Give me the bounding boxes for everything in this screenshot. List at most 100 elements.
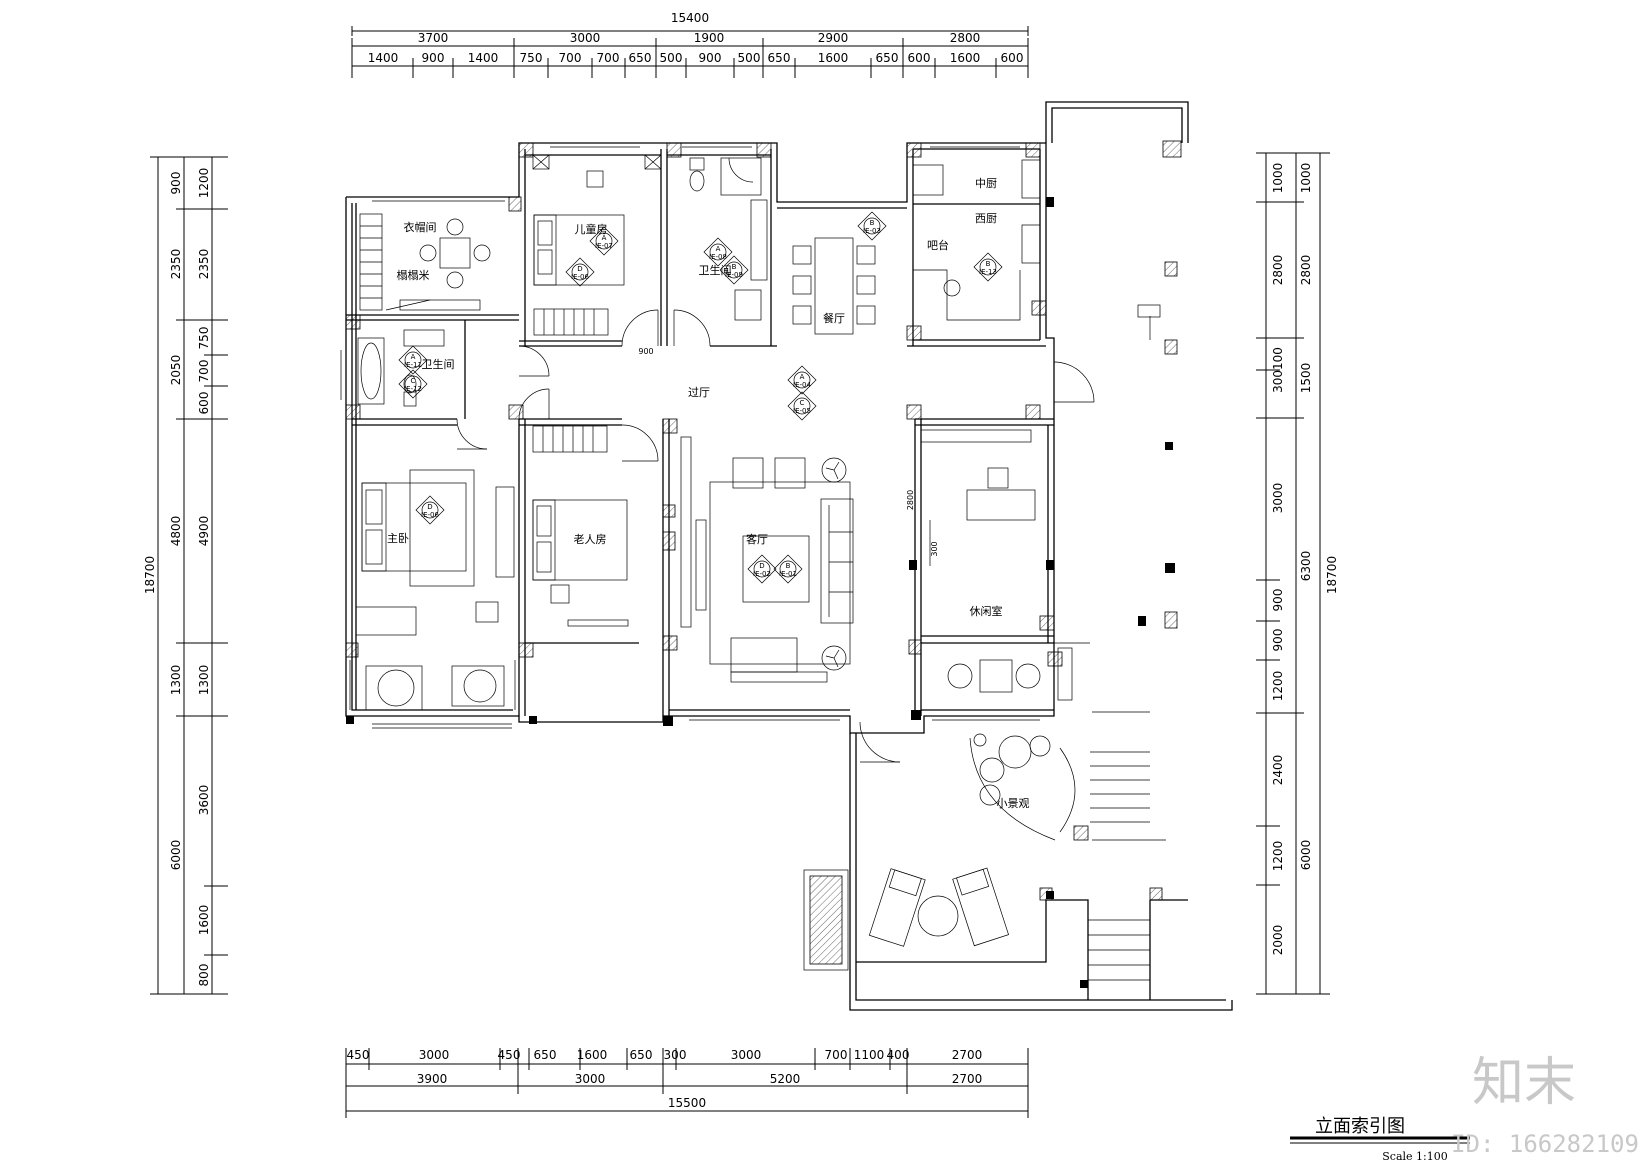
tag-top: B [732, 263, 737, 271]
top-sub-dim: 500 [660, 51, 683, 65]
tag-bottom: IE-12 [404, 385, 422, 393]
right-inner-dim: 2400 [1271, 755, 1285, 786]
bottom-sub-dim: 400 [887, 1048, 910, 1062]
tag-bottom: IE-09 [725, 271, 743, 279]
elevation-tag-a08: A IE-08 [703, 237, 733, 267]
elevation-tag-d06b: D IE-06 [415, 495, 445, 525]
wall-columns [345, 140, 1182, 901]
elevation-tag-a04: A IE-04 [787, 365, 817, 395]
tag-bottom: IE-08 [709, 253, 727, 261]
right-outer-dim: 2800 [1299, 255, 1313, 286]
bottom-sub-dim: 3000 [419, 1048, 450, 1062]
right-inner-dim: 3000 [1271, 483, 1285, 514]
bottom-sub-dim: 450 [498, 1048, 521, 1062]
top-seg-dim: 3000 [570, 31, 601, 45]
tag-bottom: IE-06 [421, 511, 439, 519]
top-seg-dim: 1900 [694, 31, 725, 45]
drawing-scale: Scale 1:100 [1382, 1150, 1447, 1163]
top-sub-dim: 650 [629, 51, 652, 65]
left-inner-dim: 1300 [197, 665, 211, 696]
top-dimension-chain: 15400 3700 3000 1900 2900 2800 1400 900 … [351, 11, 1029, 78]
right-outer-dim: 6300 [1299, 551, 1313, 582]
tag-top: D [759, 562, 764, 570]
tag-top: C [411, 377, 416, 385]
right-inner-dim: 1000 [1271, 163, 1285, 194]
elevation-tag-c05: C IE-05 [787, 391, 817, 421]
furniture [355, 154, 1161, 971]
top-sub-dim: 600 [1001, 51, 1024, 65]
top-sub-dim: 1400 [368, 51, 399, 65]
top-sub-dim: 700 [597, 51, 620, 65]
watermark-brand: 知末 [1472, 1053, 1576, 1113]
left-inner-dim: 600 [197, 392, 211, 415]
tag-bottom: IE-04 [793, 381, 811, 389]
room-label-garden: 小景观 [997, 797, 1030, 810]
tag-top: C [800, 399, 805, 407]
windows [340, 142, 1040, 729]
tag-bottom: IE-13 [979, 268, 997, 276]
elevation-tag-b09: B IE-09 [719, 255, 749, 285]
tag-bottom: IE-05 [793, 407, 811, 415]
elevation-tag-a11: A IE-11 [398, 345, 428, 375]
left-outer-dim: 900 [169, 172, 183, 195]
right-inner-dim: 900 [1271, 589, 1285, 612]
right-outer-dim: 6000 [1299, 840, 1313, 871]
bottom-sub-dim: 650 [630, 1048, 653, 1062]
bottom-sub-dim: 650 [534, 1048, 557, 1062]
wall-short-label: 300 [930, 541, 939, 556]
tag-top: B [786, 562, 791, 570]
wall-length-label: 2800 [906, 490, 915, 510]
room-label-western-kitchen: 西厨 [975, 212, 997, 225]
elevation-tags: A IE-07 D IE-06 A IE-08 B IE-09 B IE-03 … [398, 211, 1003, 584]
bottom-sub-dim: 1100 [854, 1048, 885, 1062]
right-dimension-chain: 18700 1000 2800 1500 6300 6000 1000 2800… [1256, 152, 1339, 995]
right-total-dim: 18700 [1325, 556, 1339, 594]
top-sub-dim: 600 [908, 51, 931, 65]
top-sub-dim: 900 [699, 51, 722, 65]
tag-top: D [577, 265, 582, 273]
left-inner-dim: 4900 [197, 516, 211, 547]
elevation-tag-d06: D IE-06 [565, 257, 595, 287]
tag-bottom: IE-07 [595, 242, 613, 250]
right-inner-dim: 2000 [1271, 925, 1285, 956]
bottom-sub-dim: 700 [825, 1048, 848, 1062]
top-total-dim: 15400 [671, 11, 709, 25]
bottom-sub-dim: 1600 [577, 1048, 608, 1062]
left-inner-dim: 2350 [197, 249, 211, 280]
left-dimension-chain: 18700 900 2350 2050 4800 1300 6000 1200 … [143, 156, 228, 995]
tag-top: B [870, 219, 875, 227]
bottom-seg-dim: 3900 [417, 1072, 448, 1086]
top-sub-dim: 1600 [950, 51, 981, 65]
left-outer-dim: 2050 [169, 355, 183, 386]
top-sub-dim: 650 [876, 51, 899, 65]
bottom-seg-dim: 5200 [770, 1072, 801, 1086]
room-label-bath-1: 卫生间 [422, 357, 455, 371]
top-sub-dim: 900 [422, 51, 445, 65]
room-label-bar: 吧台 [927, 238, 949, 252]
left-outer-dim: 2350 [169, 249, 183, 280]
top-sub-dim: 500 [738, 51, 761, 65]
top-sub-dim: 750 [520, 51, 543, 65]
left-inner-dim: 3600 [197, 785, 211, 816]
right-outer-dim: 1000 [1299, 163, 1313, 194]
left-outer-dim: 4800 [169, 516, 183, 547]
left-inner-dim: 1200 [197, 168, 211, 199]
left-total-dim: 18700 [143, 556, 157, 594]
top-seg-dim: 2900 [818, 31, 849, 45]
bottom-sub-dim: 450 [347, 1048, 370, 1062]
bottom-dimension-chain: 450 3000 450 650 1600 650 300 3000 700 1… [345, 1048, 1029, 1118]
bottom-sub-dim: 300 [664, 1048, 687, 1062]
room-label-elder-room: 老人房 [574, 533, 607, 546]
left-inner-dim: 750 [197, 327, 211, 350]
elevation-tag-b01: B IE-01 [773, 554, 803, 584]
tag-bottom: IE-02 [753, 570, 771, 578]
elevation-tag-a07: A IE-07 [589, 226, 619, 256]
right-inner-dim: 2800 [1271, 255, 1285, 286]
room-label-living: 客厅 [746, 532, 768, 546]
room-label-chinese-kitchen: 中厨 [975, 177, 997, 190]
right-inner-dim: 900 [1271, 629, 1285, 652]
tag-top: B [986, 260, 991, 268]
title-block: 立面索引图 Scale 1:100 [1290, 1116, 1470, 1163]
right-inner-dim: 1200 [1271, 841, 1285, 872]
